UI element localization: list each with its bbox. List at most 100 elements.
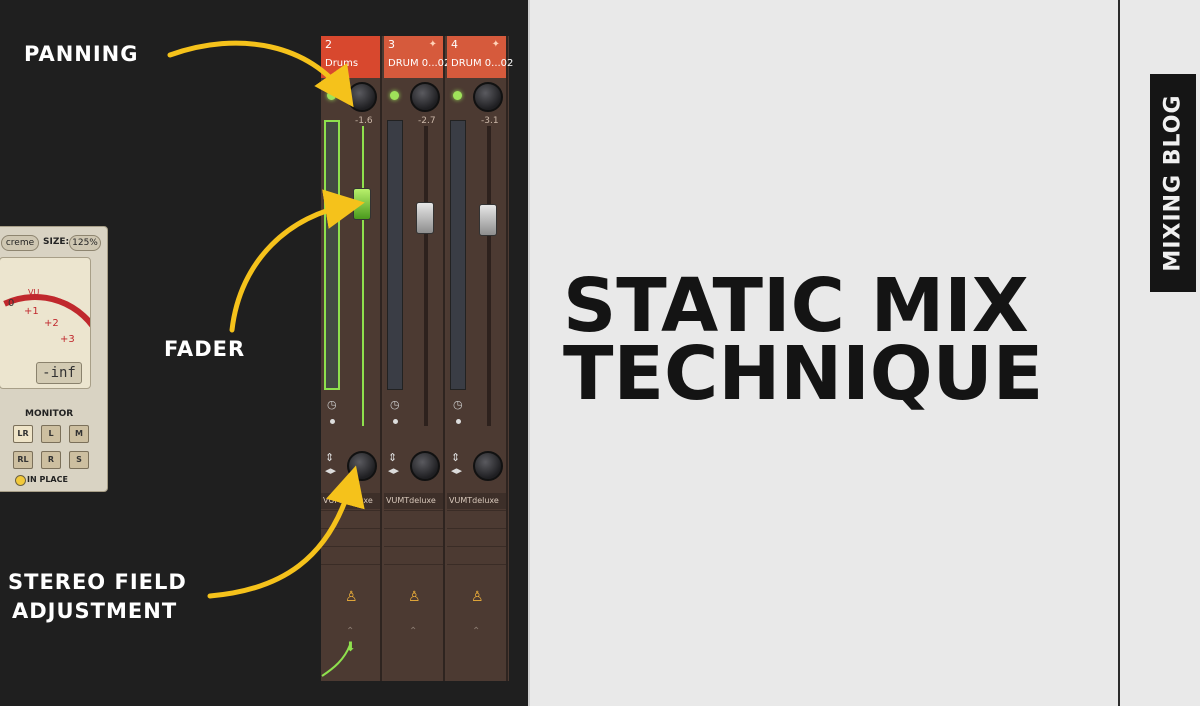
chevron-up-icon[interactable]: ⌃ xyxy=(472,626,481,637)
monitor-l-button[interactable]: L xyxy=(41,425,61,443)
title-panel: STATIC MIX TECHNIQUE xyxy=(528,0,1200,706)
strip-enable-led[interactable] xyxy=(453,91,462,100)
monitor-rl-button[interactable]: RL xyxy=(13,451,33,469)
strip-name: DRUM 0...02 xyxy=(388,58,451,69)
strip-enable-led[interactable] xyxy=(327,91,336,100)
swap-arrows-icon[interactable]: ⇕◂▸ xyxy=(325,451,337,477)
level-meter xyxy=(450,120,466,390)
level-meter xyxy=(324,120,340,390)
stereo-width-knob[interactable] xyxy=(347,451,377,481)
empty-insert-slot[interactable] xyxy=(321,528,380,547)
insert-slot[interactable]: VUMTdeluxe xyxy=(384,493,443,509)
panning-callout: PANNING xyxy=(24,42,139,66)
insert-slot[interactable]: VUMTdeluxe xyxy=(447,493,506,509)
empty-insert-slot[interactable] xyxy=(321,546,380,565)
waveform-icon: ✦ xyxy=(428,39,437,50)
strip-number: 4 xyxy=(451,38,458,51)
pan-knob[interactable] xyxy=(347,82,377,112)
strip-header[interactable]: 3 ✦ DRUM 0...02 xyxy=(384,36,450,78)
volume-readout: -3.1 xyxy=(481,116,499,126)
fader-callout: FADER xyxy=(164,337,246,361)
size-selector[interactable]: 125% xyxy=(69,235,101,251)
vu-scale-label: +2 xyxy=(44,318,59,329)
empty-insert-slot[interactable] xyxy=(321,510,380,529)
fader-track xyxy=(362,126,364,426)
volume-readout: -1.6 xyxy=(355,116,373,126)
mic-icon[interactable]: ♙ xyxy=(408,589,421,605)
empty-insert-slot[interactable] xyxy=(447,546,506,565)
empty-insert-slot[interactable] xyxy=(384,528,443,547)
record-dot-icon[interactable] xyxy=(330,419,335,424)
mic-icon[interactable]: ♙ xyxy=(345,589,358,605)
in-place-label: IN PLACE xyxy=(27,475,68,484)
monitor-s-button[interactable]: S xyxy=(69,451,89,469)
level-readout: -inf xyxy=(36,362,82,384)
strip-number: 3 xyxy=(388,38,395,51)
volume-fader[interactable] xyxy=(353,188,371,220)
insert-slot[interactable]: VUMTdeluxe xyxy=(321,493,380,509)
chevron-up-icon[interactable]: ⌃ xyxy=(409,626,418,637)
strip-name: Drums xyxy=(325,58,359,69)
monitor-lr-button[interactable]: LR xyxy=(13,425,33,443)
clock-icon[interactable]: ◷ xyxy=(327,398,337,411)
swap-arrows-icon[interactable]: ⇕◂▸ xyxy=(388,451,400,477)
empty-insert-slot[interactable] xyxy=(447,564,506,583)
strip-header[interactable]: 2 Drums xyxy=(321,36,380,78)
monitor-m-button[interactable]: M xyxy=(69,425,89,443)
stereo-width-knob[interactable] xyxy=(410,451,440,481)
mixer-strip-3: 3 ✦ DRUM 0...02 -2.7 ◷ ⇕◂▸ VUMTdeluxe ♙ … xyxy=(384,36,450,681)
volume-fader[interactable] xyxy=(479,204,497,236)
fader-track xyxy=(487,126,491,426)
monitor-r-button[interactable]: R xyxy=(41,451,61,469)
volume-readout: -2.7 xyxy=(418,116,436,126)
vu-meter-plugin: creme SIZE: 125% 0 VU +1 +2 +3 -inf MONI… xyxy=(0,226,108,492)
page-title: STATIC MIX TECHNIQUE xyxy=(563,263,1103,417)
divider xyxy=(1118,0,1120,706)
clock-icon[interactable]: ◷ xyxy=(390,398,400,411)
skin-selector[interactable]: creme xyxy=(1,235,39,251)
mixer-strips: 2 Drums -1.6 ◷ ⇕◂▸ VUMTdeluxe ♙ ⌃ ⬇ 3 xyxy=(321,36,513,681)
mixer-strip-4: 4 ✦ DRUM 0...02 -3.1 ◷ ⇕◂▸ VUMTdeluxe ♙ … xyxy=(447,36,513,681)
vu-scale-label: 0 xyxy=(8,298,15,309)
strip-enable-led[interactable] xyxy=(390,91,399,100)
chevron-up-icon[interactable]: ⌃ xyxy=(346,626,355,637)
record-dot-icon[interactable] xyxy=(456,419,461,424)
empty-insert-slot[interactable] xyxy=(384,510,443,529)
fader-track xyxy=(424,126,428,426)
waveform-icon: ✦ xyxy=(491,39,500,50)
title-line-2: TECHNIQUE xyxy=(563,331,1044,417)
mixing-blog-tag: MIXING BLOG xyxy=(1150,74,1196,292)
vu-scale-label: +1 xyxy=(24,306,39,317)
record-dot-icon[interactable] xyxy=(393,419,398,424)
strip-number: 2 xyxy=(325,38,332,51)
side-tag-label: MIXING BLOG xyxy=(1160,94,1186,272)
vu-meter-face: 0 VU +1 +2 +3 -inf xyxy=(0,257,91,389)
empty-insert-slot[interactable] xyxy=(321,564,380,583)
stereo-field-callout-line1: STEREO FIELD xyxy=(8,570,187,594)
swap-arrows-icon[interactable]: ⇕◂▸ xyxy=(451,451,463,477)
strip-name: DRUM 0...02 xyxy=(451,58,514,69)
title-line-1: STATIC MIX xyxy=(563,263,1029,349)
vu-scale-label: +3 xyxy=(60,334,75,345)
size-label: SIZE: xyxy=(43,237,70,247)
pan-knob[interactable] xyxy=(473,82,503,112)
empty-insert-slot[interactable] xyxy=(447,510,506,529)
pan-knob[interactable] xyxy=(410,82,440,112)
stereo-width-knob[interactable] xyxy=(473,451,503,481)
clock-icon[interactable]: ◷ xyxy=(453,398,463,411)
vu-label: VU xyxy=(28,288,40,297)
empty-insert-slot[interactable] xyxy=(447,528,506,547)
monitor-label: MONITOR xyxy=(25,409,74,419)
stereo-field-callout-line2: ADJUSTMENT xyxy=(12,599,178,623)
route-down-icon[interactable]: ⬇ xyxy=(345,640,356,655)
in-place-toggle[interactable] xyxy=(15,475,26,486)
empty-insert-slot[interactable] xyxy=(384,564,443,583)
volume-fader[interactable] xyxy=(416,202,434,234)
panning-arrow xyxy=(167,40,354,108)
level-meter xyxy=(387,120,403,390)
mic-icon[interactable]: ♙ xyxy=(471,589,484,605)
empty-insert-slot[interactable] xyxy=(384,546,443,565)
illustration-panel: creme SIZE: 125% 0 VU +1 +2 +3 -inf MONI… xyxy=(0,0,528,706)
mixer-strip-2: 2 Drums -1.6 ◷ ⇕◂▸ VUMTdeluxe ♙ ⌃ ⬇ xyxy=(321,36,382,681)
strip-header[interactable]: 4 ✦ DRUM 0...02 xyxy=(447,36,513,78)
